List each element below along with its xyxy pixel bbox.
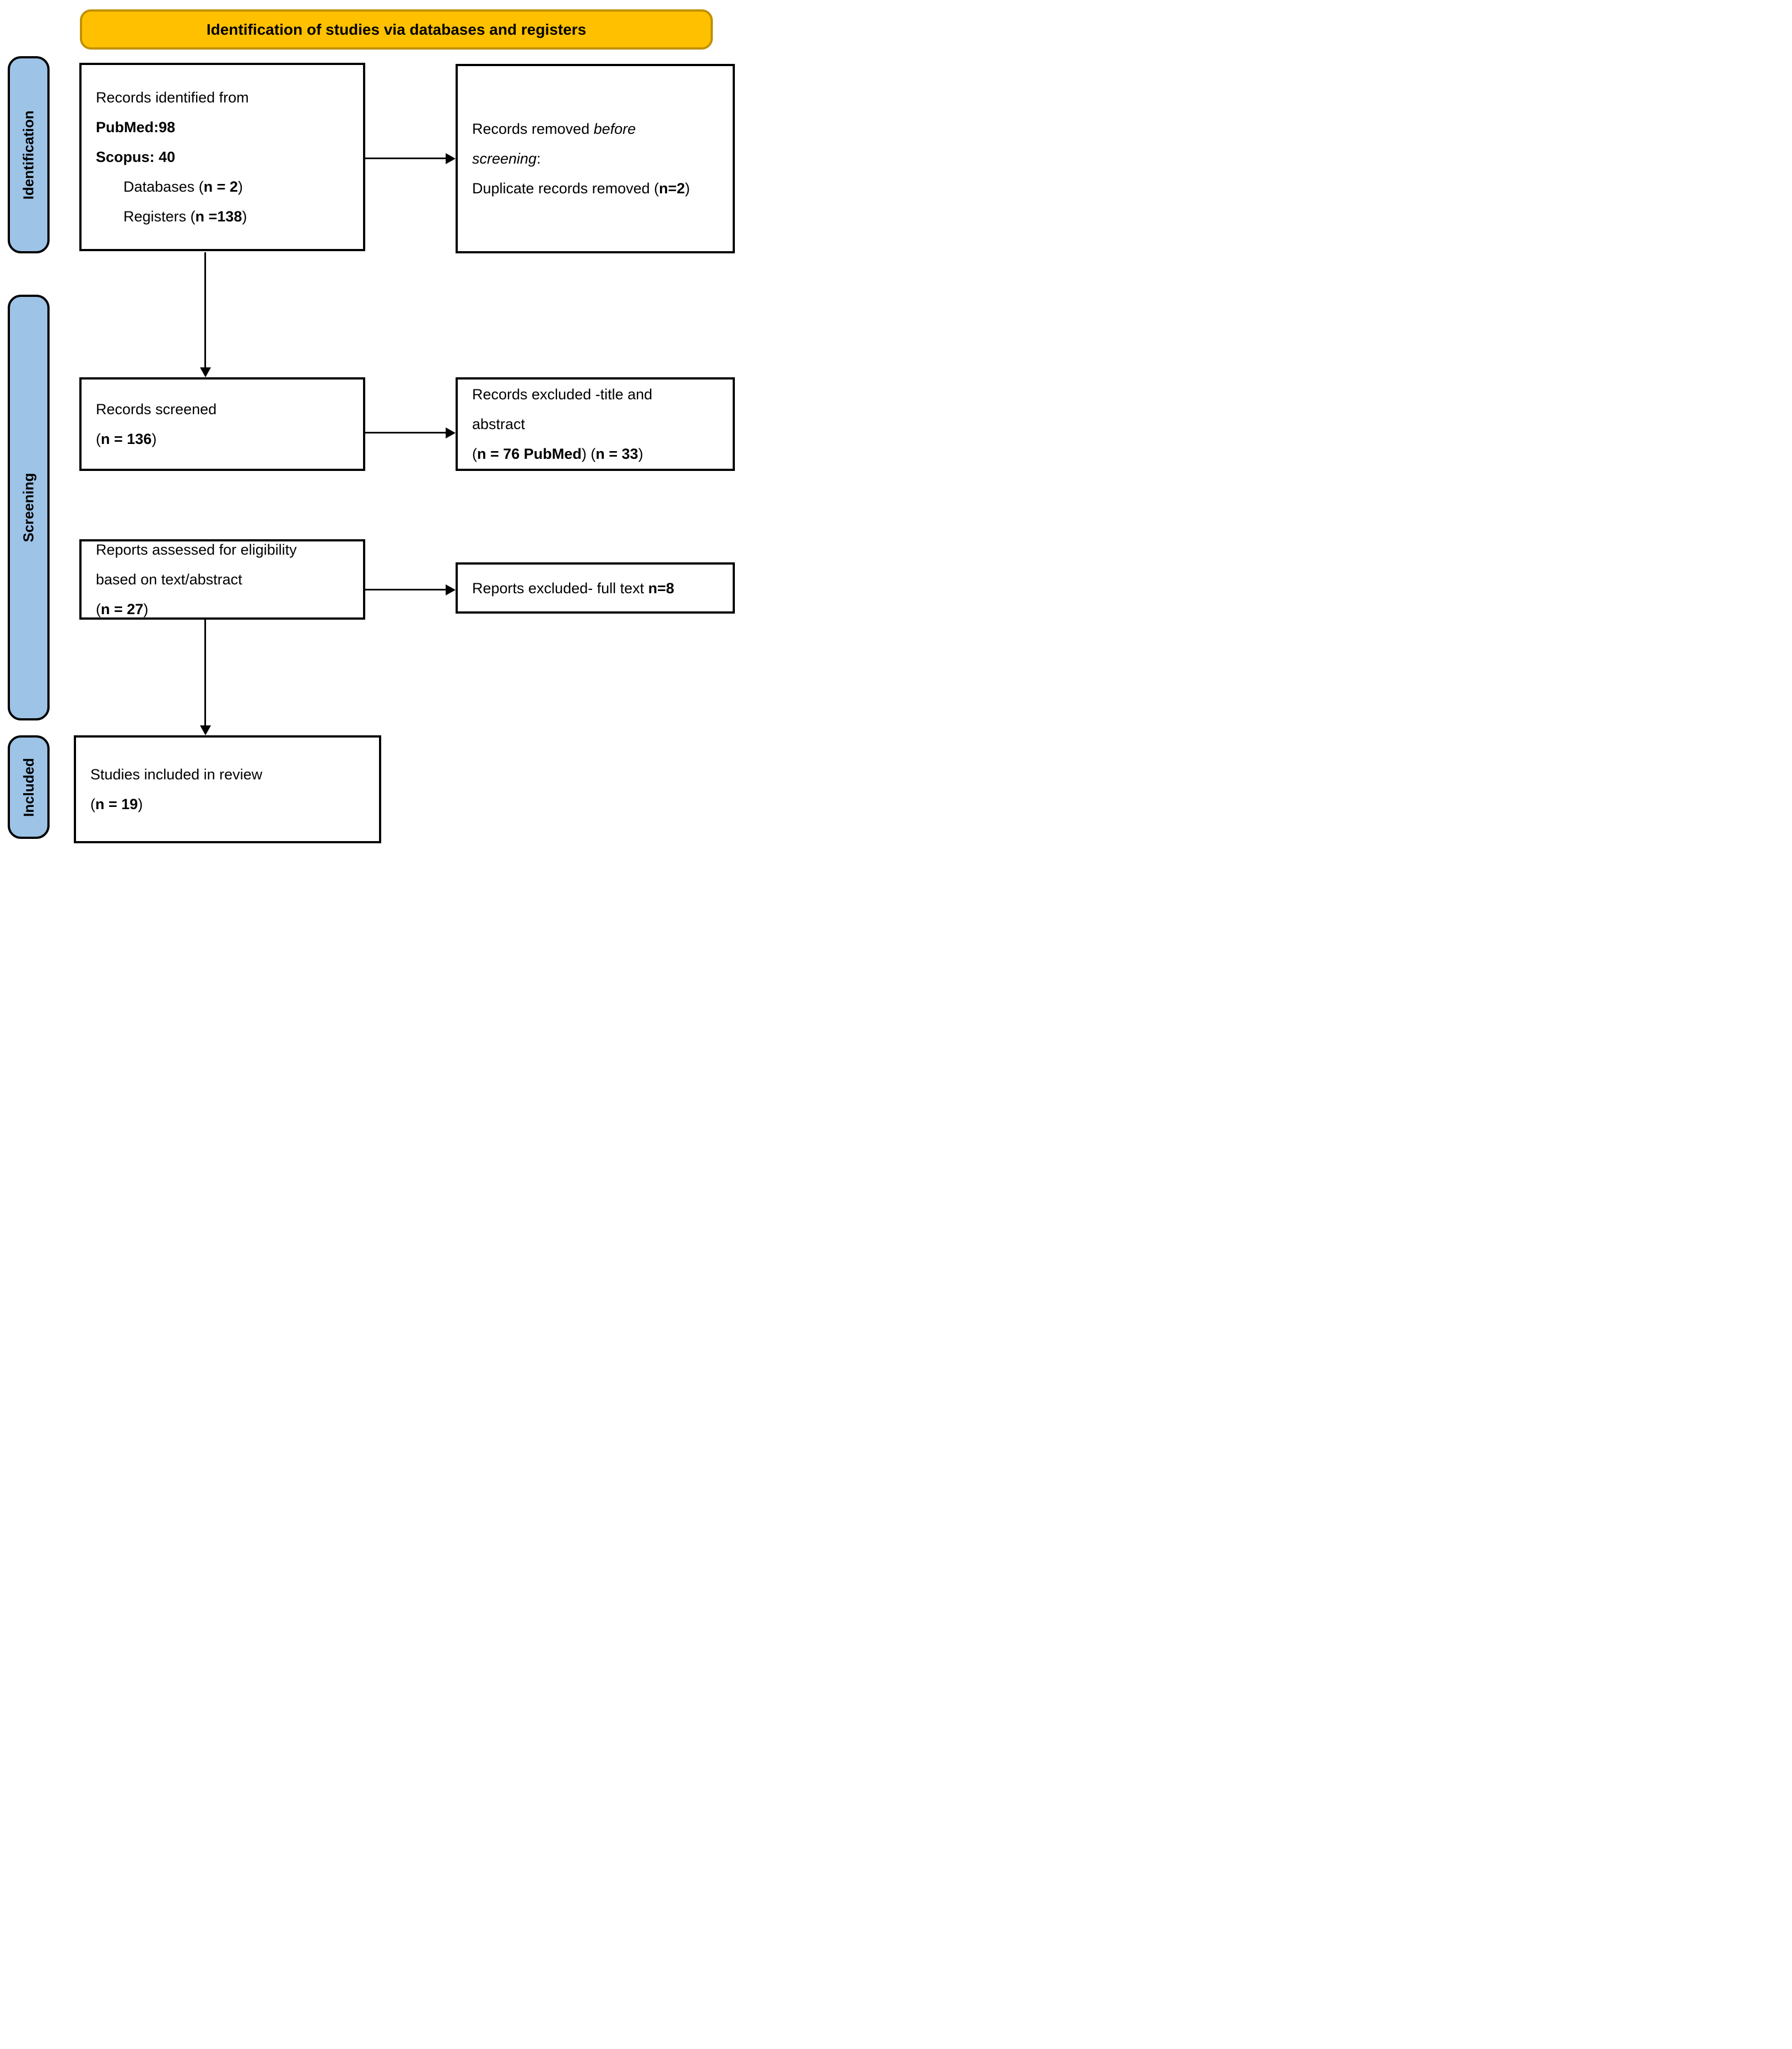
banner-label: Identification of studies via databases …: [206, 20, 587, 38]
text-line: Studies included in review: [90, 766, 263, 783]
text-line: Reports excluded- full text n=8: [472, 579, 674, 597]
text-line: (n = 136): [96, 431, 157, 447]
box-records-screened: Records screened (n = 136): [79, 377, 365, 471]
text-line: Registers (n =138): [123, 208, 247, 225]
arrow-head-down-icon: [200, 367, 211, 377]
text-line: Records screened: [96, 401, 217, 418]
box-reports-assessed-eligibility: Reports assessed for eligibility based on…: [79, 539, 365, 620]
arrow-line: [365, 158, 446, 159]
text-line: Records excluded -title and: [472, 386, 653, 403]
text-line: Records identified from: [96, 89, 249, 106]
arrow-line: [365, 432, 446, 433]
box-reports-excluded-full-text: Reports excluded- full text n=8: [456, 562, 735, 614]
arrow-line: [204, 252, 206, 367]
stage-label-identification: Identification: [20, 110, 37, 199]
text-line: Records removed before: [472, 121, 636, 137]
prisma-flow-diagram: Identification of studies via databases …: [0, 0, 746, 854]
stage-label-included: Included: [20, 757, 37, 817]
arrow-head-right-icon: [446, 584, 456, 595]
text-line: (n = 76 PubMed) (n = 33): [472, 446, 643, 462]
text-line: Reports assessed for eligibility: [96, 541, 297, 558]
text-line: Scopus: 40: [96, 149, 176, 165]
box-records-excluded-title-abstract: Records excluded -title and abstract (n = …: [456, 377, 735, 471]
arrow-head-right-icon: [446, 153, 456, 164]
arrow-line: [204, 620, 206, 725]
stage-rail-identification: Identification: [8, 56, 50, 253]
stage-rail-screening: Screening: [8, 295, 50, 720]
text-line: based on text/abstract: [96, 571, 242, 588]
arrow-head-right-icon: [446, 427, 456, 438]
text-line: Duplicate records removed (n=2): [472, 180, 690, 197]
box-studies-included-in-review: Studies included in review (n = 19): [74, 735, 381, 843]
text-line: (n = 19): [90, 796, 143, 812]
text-line: screening:: [472, 150, 541, 167]
box-records-removed-before-screening: Records removed before screening: Duplicat…: [456, 64, 735, 253]
text-line: Databases (n = 2): [123, 178, 243, 195]
stage-label-screening: Screening: [20, 473, 37, 543]
text-line: abstract: [472, 416, 526, 432]
arrow-line: [365, 589, 446, 590]
arrow-head-down-icon: [200, 725, 211, 735]
stage-rail-included: Included: [8, 735, 50, 839]
text-line: (n = 27): [96, 601, 149, 617]
text-line: PubMed:98: [96, 119, 176, 135]
banner-identification-via-databases: Identification of studies via databases …: [80, 9, 713, 50]
